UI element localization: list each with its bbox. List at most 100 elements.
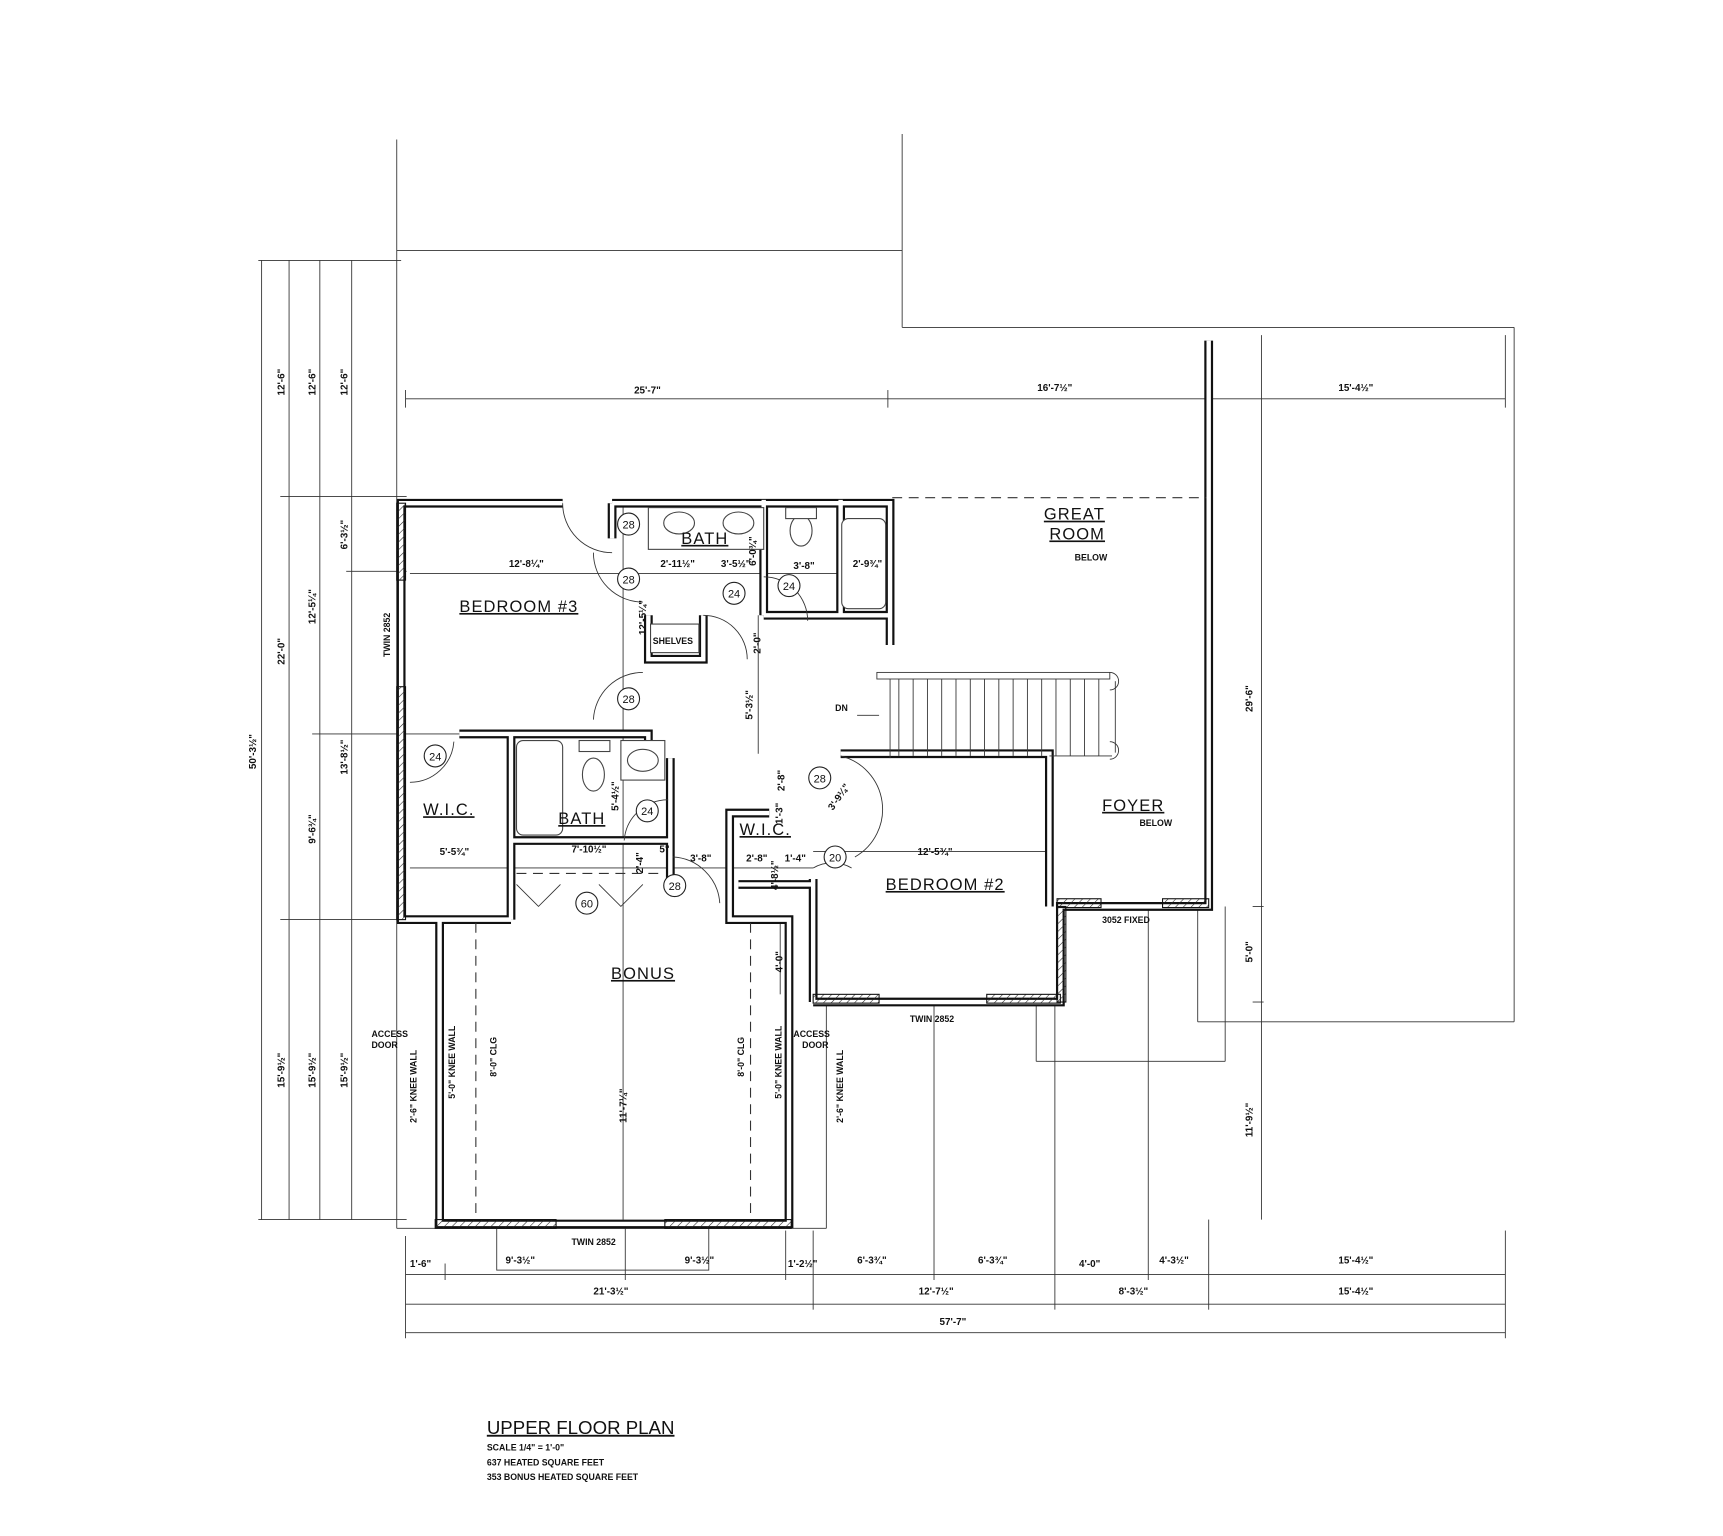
dim-b2-4: 15'-4½": [1338, 1286, 1373, 1297]
dashed-lines: [475, 497, 1207, 1220]
dim-hall-v: 2'-8": [777, 769, 788, 791]
access-door-left: ACCESS: [371, 1029, 408, 1039]
door-tag-circle: [423, 744, 447, 768]
dim-right-2: 5'-0": [1245, 941, 1256, 963]
dim-b2-3: 8'-3½": [1119, 1286, 1149, 1297]
dim-b1-7: 4'-0": [1079, 1259, 1101, 1270]
door-tag: 60: [581, 899, 593, 911]
dim-wic-width: 5'-5¾": [440, 847, 470, 858]
dim-wic2-d: 4'-8½": [770, 860, 781, 890]
knee-wall-25-left: 2'-6" KNEE WALL: [409, 1049, 419, 1123]
bonus-sqft: 353 BONUS HEATED SQUARE FEET: [487, 1472, 639, 1482]
dim-b1-8: 4'-3½": [1159, 1256, 1189, 1267]
plan-notes: TWIN 2852 TWIN 2852 TWIN 2852 3052 FIXED…: [371, 613, 1149, 1247]
window-twin-left: TWIN 2852: [382, 613, 392, 657]
room-great-room: GREAT: [1044, 506, 1105, 524]
dim-b2-1: 21'-3½": [593, 1286, 628, 1297]
plan-scale: SCALE 1/4" = 1'-0": [487, 1442, 564, 1452]
outline-lines: [396, 134, 1515, 1271]
window-fixed: 3052 FIXED: [1102, 915, 1150, 925]
dim-bonus-depth: 11'-7¼": [618, 1088, 629, 1123]
room-wic-left: W.I.C.: [423, 801, 474, 819]
room-great-room-2: ROOM: [1049, 525, 1105, 543]
door-tag-circle: [823, 845, 847, 869]
foyer-below: BELOW: [1139, 818, 1172, 828]
dim-left-c2-4: 15'-9½": [307, 1052, 318, 1087]
dim-b1-9: 15'-4½": [1338, 1256, 1373, 1267]
door-tag-circle: [617, 567, 641, 591]
door-tag: 28: [622, 694, 634, 706]
dim-top-2: 16'-7½": [1037, 383, 1072, 394]
dim-wic2-w: 2'-8": [746, 853, 768, 864]
room-bath-upper: BATH: [681, 530, 728, 548]
dim-bonus-side: 4'-0": [774, 951, 785, 973]
dim-bottom-total: 57'-7": [940, 1317, 967, 1328]
dim-left-c3-4: 15'-9½": [339, 1052, 350, 1087]
stairs-down-label: DN: [835, 703, 848, 713]
dim-door-diag: 3'-9¼": [826, 782, 852, 813]
room-bedroom-2: BEDROOM #2: [886, 876, 1005, 894]
door-tag-circle: [663, 874, 687, 898]
room-foyer: FOYER: [1102, 797, 1164, 815]
dim-b1-2: 9'-3½": [506, 1256, 536, 1267]
door-tag: 24: [783, 581, 795, 593]
dim-hall-a: 2'-0": [752, 632, 763, 654]
dim-linen-depth: 2'-4": [635, 852, 646, 874]
ceiling-8-right: 8'-0" CLG: [736, 1037, 746, 1077]
dim-top-1: 25'-7": [634, 385, 661, 396]
dim-linen-width: 7'-10½": [571, 845, 606, 856]
knee-wall-50-right: 5'-0" KNEE WALL: [773, 1025, 783, 1099]
dim-b1-6: 6'-3¾": [978, 1256, 1008, 1267]
door-tag-circle: [777, 574, 801, 598]
dim-bath-d: 3'-8": [793, 561, 815, 572]
dim-left-c1-1: 12'-6": [277, 368, 288, 395]
dim-bath-b: 3'-5½": [721, 559, 751, 570]
plan-title: UPPER FLOOR PLAN: [487, 1417, 675, 1438]
dim-hall-w: 3'-8": [690, 853, 712, 864]
dim-bath-e: 2'-9¾": [853, 559, 883, 570]
access-door-left-2: DOOR: [371, 1040, 398, 1050]
dim-bed3-depth: 12'-5¼": [638, 600, 649, 635]
dim-left-c3-3: 13'-8½": [339, 739, 350, 774]
dim-right-3: 11'-9½": [1245, 1102, 1256, 1137]
dim-left-c2-1: 12'-6": [307, 368, 318, 395]
great-room-below: BELOW: [1075, 552, 1108, 562]
door-tag-circle: [722, 581, 746, 605]
window-twin-bonus: TWIN 2852: [571, 1237, 615, 1247]
dim-b1-5: 6'-3¾": [857, 1256, 887, 1267]
dim-left-c1-3: 15'-9½": [277, 1052, 288, 1087]
knee-wall-50-left: 5'-0" KNEE WALL: [447, 1025, 457, 1099]
dim-gap: 5": [659, 845, 669, 856]
door-tag: 24: [429, 751, 441, 763]
dim-left-c3-2: 6'-3½": [339, 519, 350, 549]
knee-wall-25-right: 2'-6" KNEE WALL: [835, 1049, 845, 1123]
door-tag: 20: [829, 852, 841, 864]
dim-hall-b: 5'-3½": [745, 690, 756, 720]
door-tag: 28: [622, 574, 634, 586]
dim-b1-4: 1'-2½": [788, 1259, 818, 1270]
staircase[interactable]: [857, 671, 1120, 760]
dim-top-3: 15'-4½": [1338, 383, 1373, 394]
fixtures: [515, 507, 887, 836]
dim-b1-1: 1'-6": [410, 1259, 432, 1270]
dim-bath-c: 6'-0¾": [748, 536, 759, 566]
dim-left-c3-1: 12'-6": [339, 368, 350, 395]
door-tag-circle: [617, 687, 641, 711]
access-door-right: ACCESS: [793, 1029, 830, 1039]
door-tag-circle: [617, 512, 641, 536]
door-tag: 28: [622, 519, 634, 531]
room-labels: BEDROOM #3 BATH BATH W.I.C. W.I.C. GREAT…: [423, 506, 1173, 983]
door-tag-circle: [635, 799, 659, 823]
ceiling-8-left: 8'-0" CLG: [489, 1037, 499, 1077]
door-tag: 24: [728, 589, 740, 601]
dim-right-1: 29'-6": [1245, 685, 1256, 712]
door-tag: 28: [814, 773, 826, 785]
door-tag: 28: [669, 881, 681, 893]
dim-left-c1-2: 22'-0": [277, 638, 288, 665]
dim-b2-2: 12'-7½": [919, 1286, 954, 1297]
room-bedroom-3: BEDROOM #3: [459, 598, 578, 616]
dim-bed2-width: 12'-5¾": [918, 847, 953, 858]
dim-bed3-width: 12'-8¼": [509, 559, 544, 570]
dim-wic2-c: 1'-3": [774, 802, 785, 824]
